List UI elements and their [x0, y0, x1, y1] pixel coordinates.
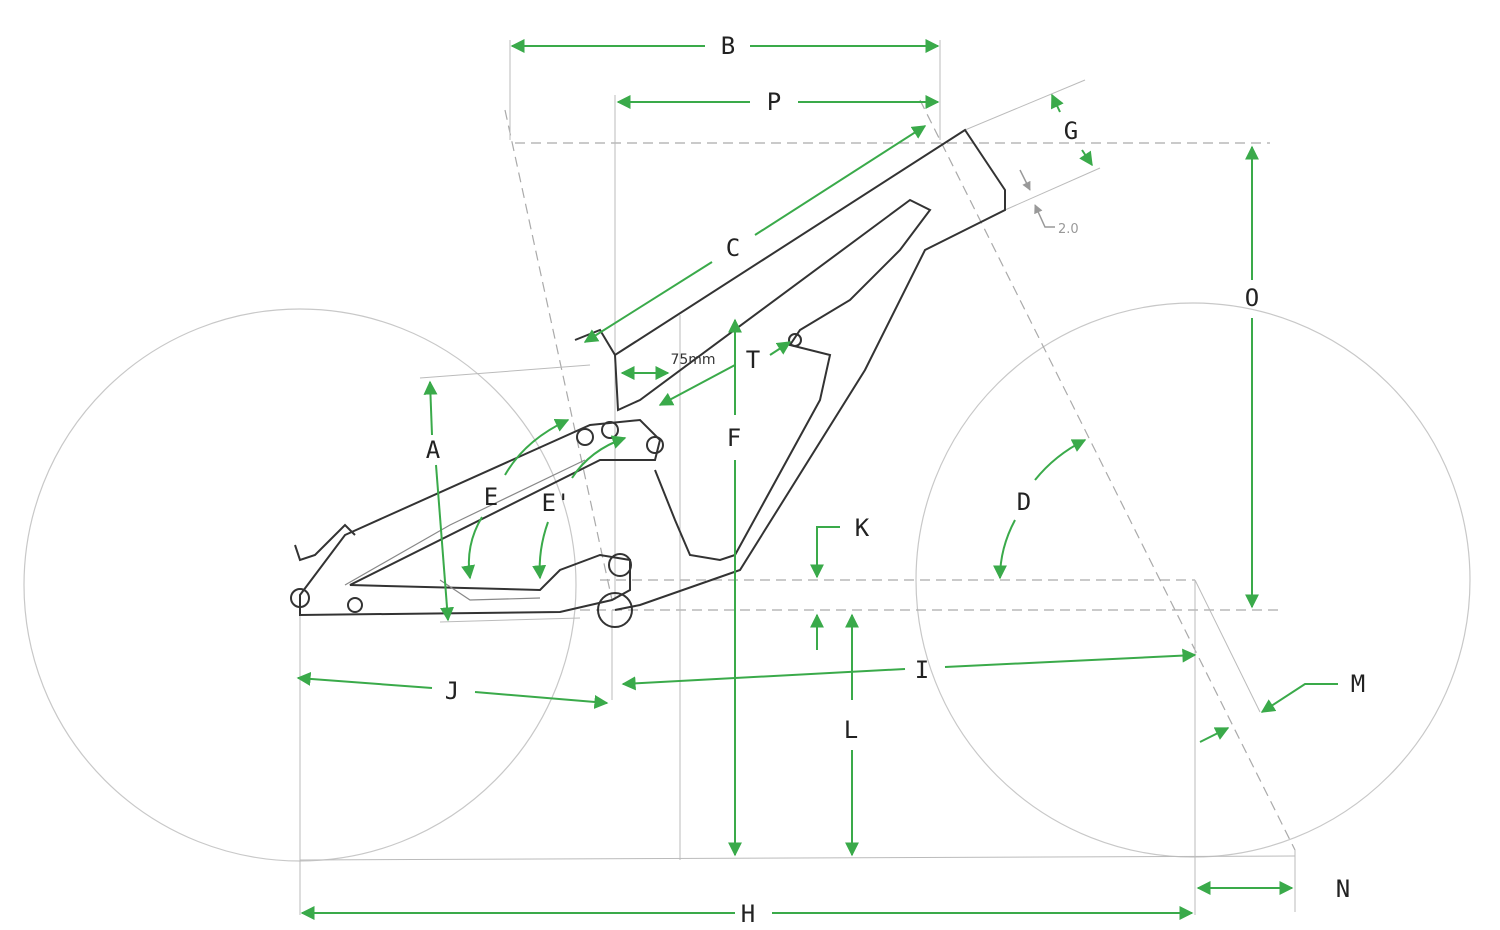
label-A: A	[426, 436, 441, 464]
label-D: D	[1017, 488, 1031, 516]
label-K: K	[855, 514, 870, 542]
label-P: P	[767, 88, 781, 116]
label-L: L	[844, 716, 858, 744]
label-J: J	[445, 677, 459, 705]
label-F: F	[727, 424, 741, 452]
label-C: C	[726, 234, 740, 262]
dimension-arrows	[296, 39, 1338, 920]
label-T: T	[746, 346, 760, 374]
guide-lines	[299, 40, 1296, 915]
label-E-prime: E'	[542, 489, 571, 517]
label-N: N	[1336, 875, 1350, 903]
label-E: E	[484, 483, 498, 511]
bike-frame	[290, 128, 1006, 628]
label-H: H	[741, 900, 755, 928]
insertion-annotation: 75mm	[670, 352, 715, 368]
label-O: O	[1245, 284, 1259, 312]
label-G: G	[1064, 117, 1078, 145]
label-M: M	[1351, 670, 1365, 698]
offset-annotation: 2.0	[1058, 222, 1079, 237]
label-I: I	[915, 656, 929, 684]
front-wheel	[915, 302, 1471, 858]
label-B: B	[721, 32, 735, 60]
